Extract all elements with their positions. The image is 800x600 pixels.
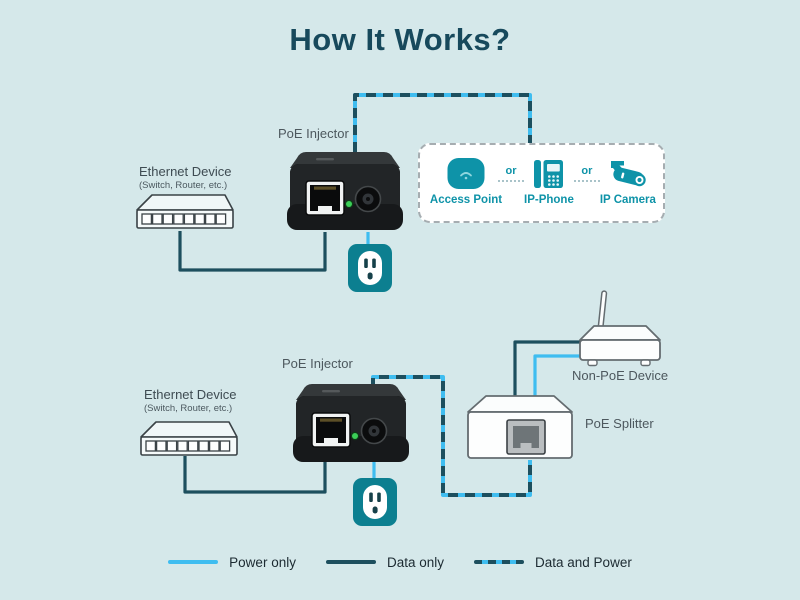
ethernet-device-bottom-label: Ethernet Device (Switch, Router, etc.) [144,387,237,414]
device-ip-phone: IP-Phone [524,157,574,206]
splitter-data-line [513,340,581,398]
ip-phone-icon [533,157,564,190]
legend-label: Data only [386,554,445,570]
ip-camera-label: IP Camera [599,194,656,206]
dotted-divider [573,180,600,182]
top-data-and-power-line [353,93,532,152]
poe-injector-bottom [292,383,410,463]
page-title: How It Works? [289,22,511,57]
top-data-only-line [178,231,327,272]
power-outlet-top-icon [348,244,392,292]
bottom-data-and-power-line [371,375,532,497]
ethernet-switch-bottom [140,421,238,456]
or-label: or [505,165,517,177]
poe-splitter-device [467,395,573,459]
legend-item-data-and-power: Data and Power [474,555,632,570]
power-outlet-bottom-icon [353,478,397,526]
poe-injector-top-label: PoE Injector [278,126,349,141]
legend: Power only Data only Data and Power [0,552,800,572]
access-point-label: Access Point [429,194,503,206]
splitter-power-line [533,354,581,398]
or-separator-1: or [498,166,524,182]
powered-devices-box: Access Point or IP-Phone [418,143,665,223]
legend-item-data-only: Data only [325,554,445,570]
poe-splitter-label: PoE Splitter [585,416,654,431]
bottom-data-only-line [183,456,327,494]
non-poe-device-label: Non-PoE Device [572,368,669,383]
non-poe-device [579,290,661,367]
device-access-point: Access Point [430,157,502,206]
legend-item-power-only: Power only [168,555,296,570]
legend-label: Data and Power [535,554,632,570]
ethernet-device-bottom-title: Ethernet Device [144,387,237,402]
ip-phone-label: IP-Phone [524,194,574,206]
data-and-power-line-sample [474,560,525,564]
ethernet-device-top-subtitle: (Switch, Router, etc.) [139,179,228,191]
ip-camera-icon [608,157,648,190]
or-separator-2: or [573,165,600,182]
ethernet-switch-top [136,194,234,229]
ethernet-device-top-label: Ethernet Device (Switch, Router, etc.) [139,164,232,191]
ethernet-device-bottom-subtitle: (Switch, Router, etc.) [144,402,233,414]
ethernet-device-top-title: Ethernet Device [139,164,232,179]
dotted-divider [498,180,524,182]
device-ip-camera: IP Camera [600,157,656,206]
data-only-line-sample [325,560,376,564]
poe-injector-top [286,151,404,231]
or-label: or [581,165,593,177]
access-point-icon [446,157,486,190]
legend-label: Power only [229,554,296,570]
power-only-line-sample [168,560,219,564]
poe-injector-bottom-label: PoE Injector [282,356,353,371]
